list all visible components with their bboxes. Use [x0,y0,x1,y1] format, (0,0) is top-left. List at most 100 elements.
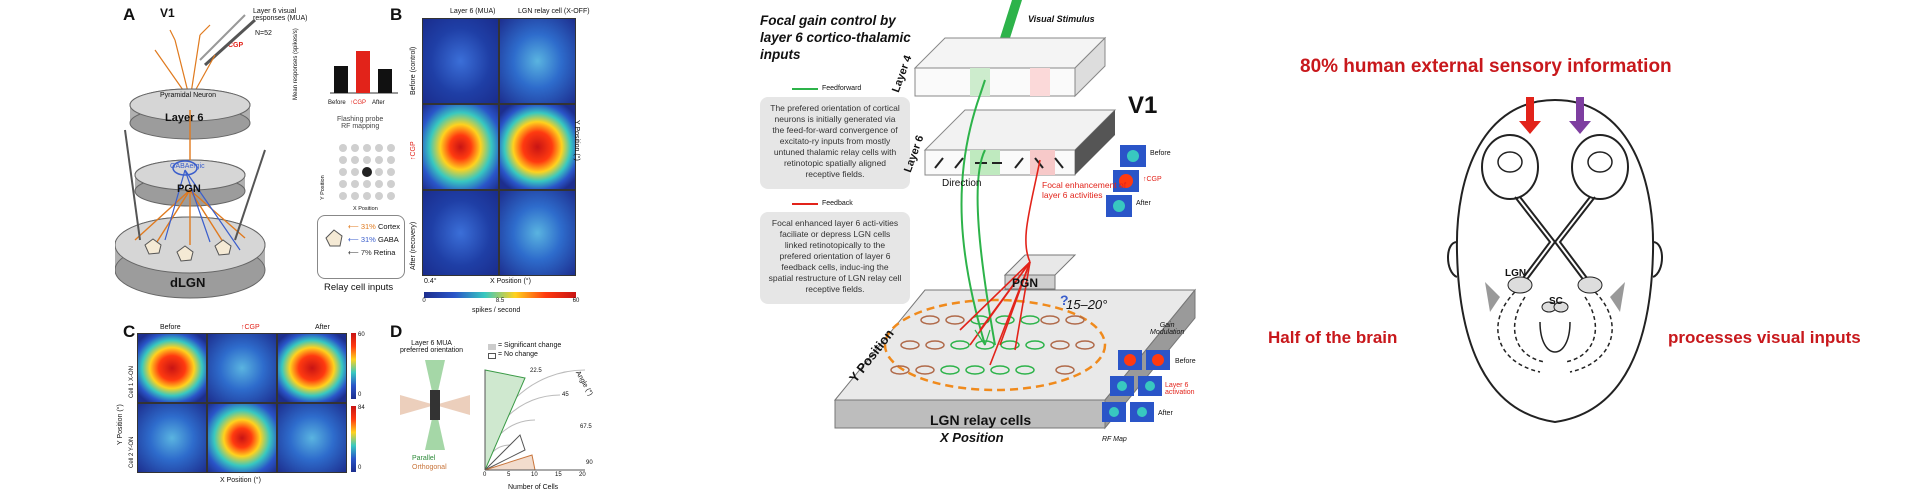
center-title: Focal gain control by layer 6 cortico-th… [760,13,911,62]
orientation-glyph [400,360,470,450]
probe-dot [362,167,372,177]
feedforward-label: Feedforward [822,85,862,92]
d-angle-t1: 45 [562,392,569,398]
after-label: After [1136,200,1151,207]
c-row1: Cell 1 X-ON [129,365,135,398]
mua-bar-chart [330,51,398,94]
pgn-label: PGN [177,183,201,195]
c-map-2-before [137,403,207,473]
input-arrow-icon: ⟵ [348,235,361,244]
probe-dot [339,144,347,152]
d-count-tick: 0 [483,472,487,478]
layer6-activation-label: Layer 6 activation [1165,382,1195,396]
probe-dot [375,168,383,176]
c-row2: Cell 2 Y-ON [129,436,135,468]
feedback-text: Focal enhanced layer 6 acti-vities facil… [760,212,910,304]
cortico-thalamic-circuit: ? [833,0,1197,430]
d-legend-parallel: Parallel [412,455,436,462]
legend-sig-swatch [488,344,496,350]
bar-2 [378,69,392,93]
mua-note: Layer 6 visual responses (MUA) [253,8,308,22]
input-source: GABA [377,235,399,244]
c-cb-tick-3: 0 [358,465,362,471]
d-angle-t3: 90 [586,460,593,466]
gain-before-label: Before [1175,358,1196,365]
c-map-2-after [277,403,347,473]
d-count-tick: 5 [507,472,511,478]
probe-dot [339,156,347,164]
probe-dot [387,144,395,152]
b-cb-tick: 60 [572,298,580,304]
b-col2: LGN relay cell (X-OFF) [518,8,590,15]
d-count-tick: 20 [579,472,586,478]
x-position-label: X Position [940,430,1004,445]
feedback-label: Feedback [822,200,853,207]
probe-x-label: X Position [353,206,378,212]
b-scale: 0.4° [424,278,437,285]
v1-center-label: V1 [1128,92,1158,119]
panel-d: D Layer 6 MUA preferred orientation Para… [390,320,600,500]
panel-b: B Layer 6 (MUA) LGN relay cell (X-OFF) B… [390,0,600,320]
d-legend-orth: Orthogonal [412,464,447,471]
bar-1 [356,51,370,93]
input-pct: 31% [360,235,378,244]
c-cb-tick-0: 60 [358,332,365,338]
sc-brain-label: SC [1549,296,1563,307]
c-cb-tick-2: 84 [358,405,365,411]
b-map-cgp-l6 [422,104,499,190]
layer6-label: Layer 6 [165,112,204,124]
b-col1: Layer 6 (MUA) [450,8,496,15]
probe-y-label: Y Position [320,175,326,200]
c-map-2-cgp [207,403,277,473]
panel-b-letter: B [390,5,403,24]
center-diagram: Focal gain control by layer 6 cortico-th… [730,0,1230,500]
probe-dot [387,192,395,200]
b-colorbar [424,292,576,298]
b-cb-tick: 0 [422,298,426,304]
probe-dot [375,144,383,152]
feedforward-text: The prefered orientation of cortical neu… [760,97,910,189]
probe-dot [339,168,347,176]
b-map-after-l6 [422,190,499,276]
bar-label-0: Before [328,100,346,106]
c-ylabel: Y Position (°) [117,404,124,445]
b-map-after-lgn [499,190,576,276]
input-arrow-icon: ⟵ [348,248,361,257]
relay-inputs-box: ⟵ 31% Cortex⟵ 31% GABA⟵ 7% Retina [317,215,405,279]
gain-after-label: After [1158,410,1173,417]
d-count-tick: 15 [555,472,562,478]
legend-no-swatch [488,353,496,359]
probe-dot [351,168,359,176]
visual-stimulus-label: Visual Stimulus [1028,14,1095,24]
probe-dot [339,180,347,188]
cgp-tag: CGP [228,42,244,49]
direction-label: Direction [942,178,982,189]
c-map-1-cgp [207,333,277,403]
n-count: N=52 [255,30,272,37]
input-pct: 7% [360,248,374,257]
d-count-label: Number of Cells [508,484,559,491]
b-cb-label: spikes / second [472,307,521,314]
d-count-ticks: 0 5 10 15 20 [483,472,593,482]
d-count-tick: 10 [531,472,538,478]
feedback-arrow [792,203,818,205]
probe-dot [351,180,359,188]
svg-text:?: ? [1060,292,1069,308]
probe-dot [375,180,383,188]
right-caption: processes visual inputs [1668,328,1861,347]
probe-dot [339,192,347,200]
probe-dot [363,180,371,188]
relay-cell-icon [325,229,343,247]
input-pct: 31% [360,222,378,231]
c-col-cgp: ↑CGP [241,324,260,331]
c-cb-tick-1: 0 [358,392,362,398]
panel-c: C Before ↑CGP After Cell 1 X-ON Cell 2 Y… [115,320,385,500]
panel-d-letter: D [390,322,403,341]
probe-dot [363,144,371,152]
input-arrow-icon: ⟵ [348,222,361,231]
probe-dot [375,192,383,200]
rf-map-label: RF Map [1102,436,1127,443]
d-legend-no: = No change [498,351,538,358]
panel-c-letter: C [123,322,136,341]
